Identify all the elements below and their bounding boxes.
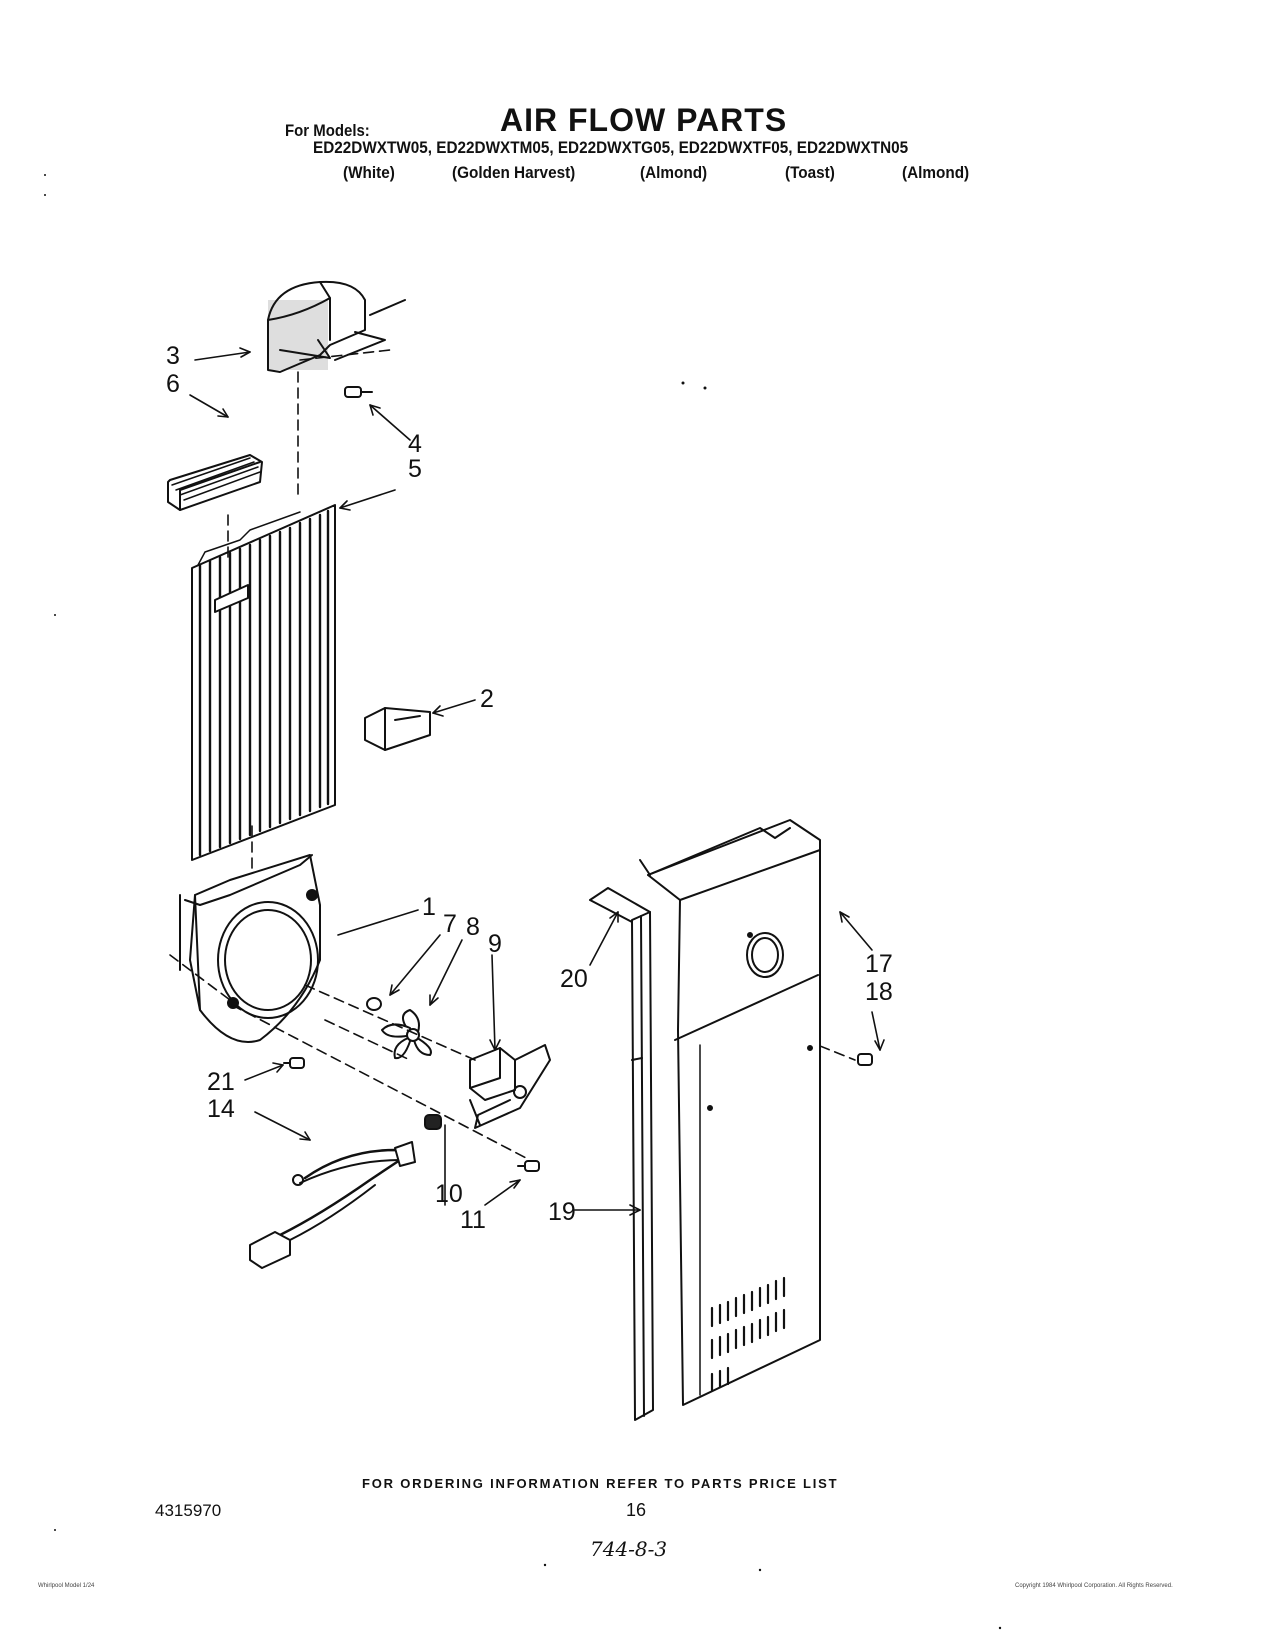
part-9-nut	[366, 997, 382, 1011]
part-11-screw	[517, 1160, 540, 1172]
color-golden-harvest: (Golden Harvest)	[452, 163, 576, 182]
callout-10: 10	[435, 1180, 463, 1208]
scan-specks	[44, 174, 1002, 1630]
part-19-trim-strip	[631, 911, 654, 1421]
callout-14: 14	[207, 1095, 235, 1123]
callout-17: 17	[865, 950, 893, 978]
part-14-wire-harness	[249, 1141, 416, 1269]
part-3-duct-cover	[267, 280, 406, 373]
callout-5: 5	[408, 455, 422, 483]
part-2-bracket	[364, 707, 431, 751]
callout-20: 20	[560, 965, 588, 993]
callout-18: 18	[865, 978, 893, 1006]
leader-lines	[189, 347, 885, 1216]
callout-3: 3	[166, 342, 180, 370]
callout-21: 21	[207, 1068, 235, 1096]
part-7-fan-motor	[469, 1044, 551, 1129]
vent-slots	[710, 1276, 786, 1392]
color-toast: (Toast)	[785, 163, 835, 182]
for-models-label: For Models:	[285, 121, 370, 140]
fine-print-right: Copyright 1984 Whirlpool Corporation. Al…	[1015, 1583, 1173, 1589]
callout-2: 2	[480, 685, 494, 713]
part-1-fan-shroud	[179, 854, 321, 1043]
handwritten-note: 744-8-3	[590, 1537, 668, 1561]
callout-11: 11	[460, 1206, 486, 1234]
part-18-screw	[857, 1053, 873, 1066]
callout-4: 4	[408, 430, 422, 458]
ordering-note: FOR ORDERING INFORMATION REFER TO PARTS …	[362, 1476, 839, 1491]
color-almond: (Almond)	[640, 163, 708, 182]
color-almond-2: (Almond)	[902, 163, 970, 182]
color-white: (White)	[343, 163, 395, 182]
document-number: 4315970	[155, 1501, 222, 1520]
part-6-grille	[167, 454, 263, 511]
part-17-rear-panel	[639, 819, 821, 1406]
callout-7: 9	[488, 930, 502, 958]
part-10-grommet	[424, 1114, 442, 1130]
callout-1: 1	[422, 893, 436, 921]
callout-19: 19	[548, 1198, 576, 1226]
page-number: 16	[626, 1500, 647, 1520]
fine-print-left: Whirlpool Model 1/24	[38, 1583, 95, 1589]
callout-9: 7	[443, 910, 457, 938]
part-8-fan-blade	[381, 1009, 432, 1060]
callout-6: 6	[166, 370, 180, 398]
part-21-screw	[283, 1057, 305, 1069]
callout-8: 8	[466, 913, 480, 941]
part-5-evaporator-cover	[191, 504, 336, 861]
page-title: AIR FLOW PARTS	[500, 102, 788, 138]
part-4-screw	[344, 386, 373, 398]
model-numbers: ED22DWXTW05, ED22DWXTM05, ED22DWXTG05, E…	[313, 138, 909, 157]
